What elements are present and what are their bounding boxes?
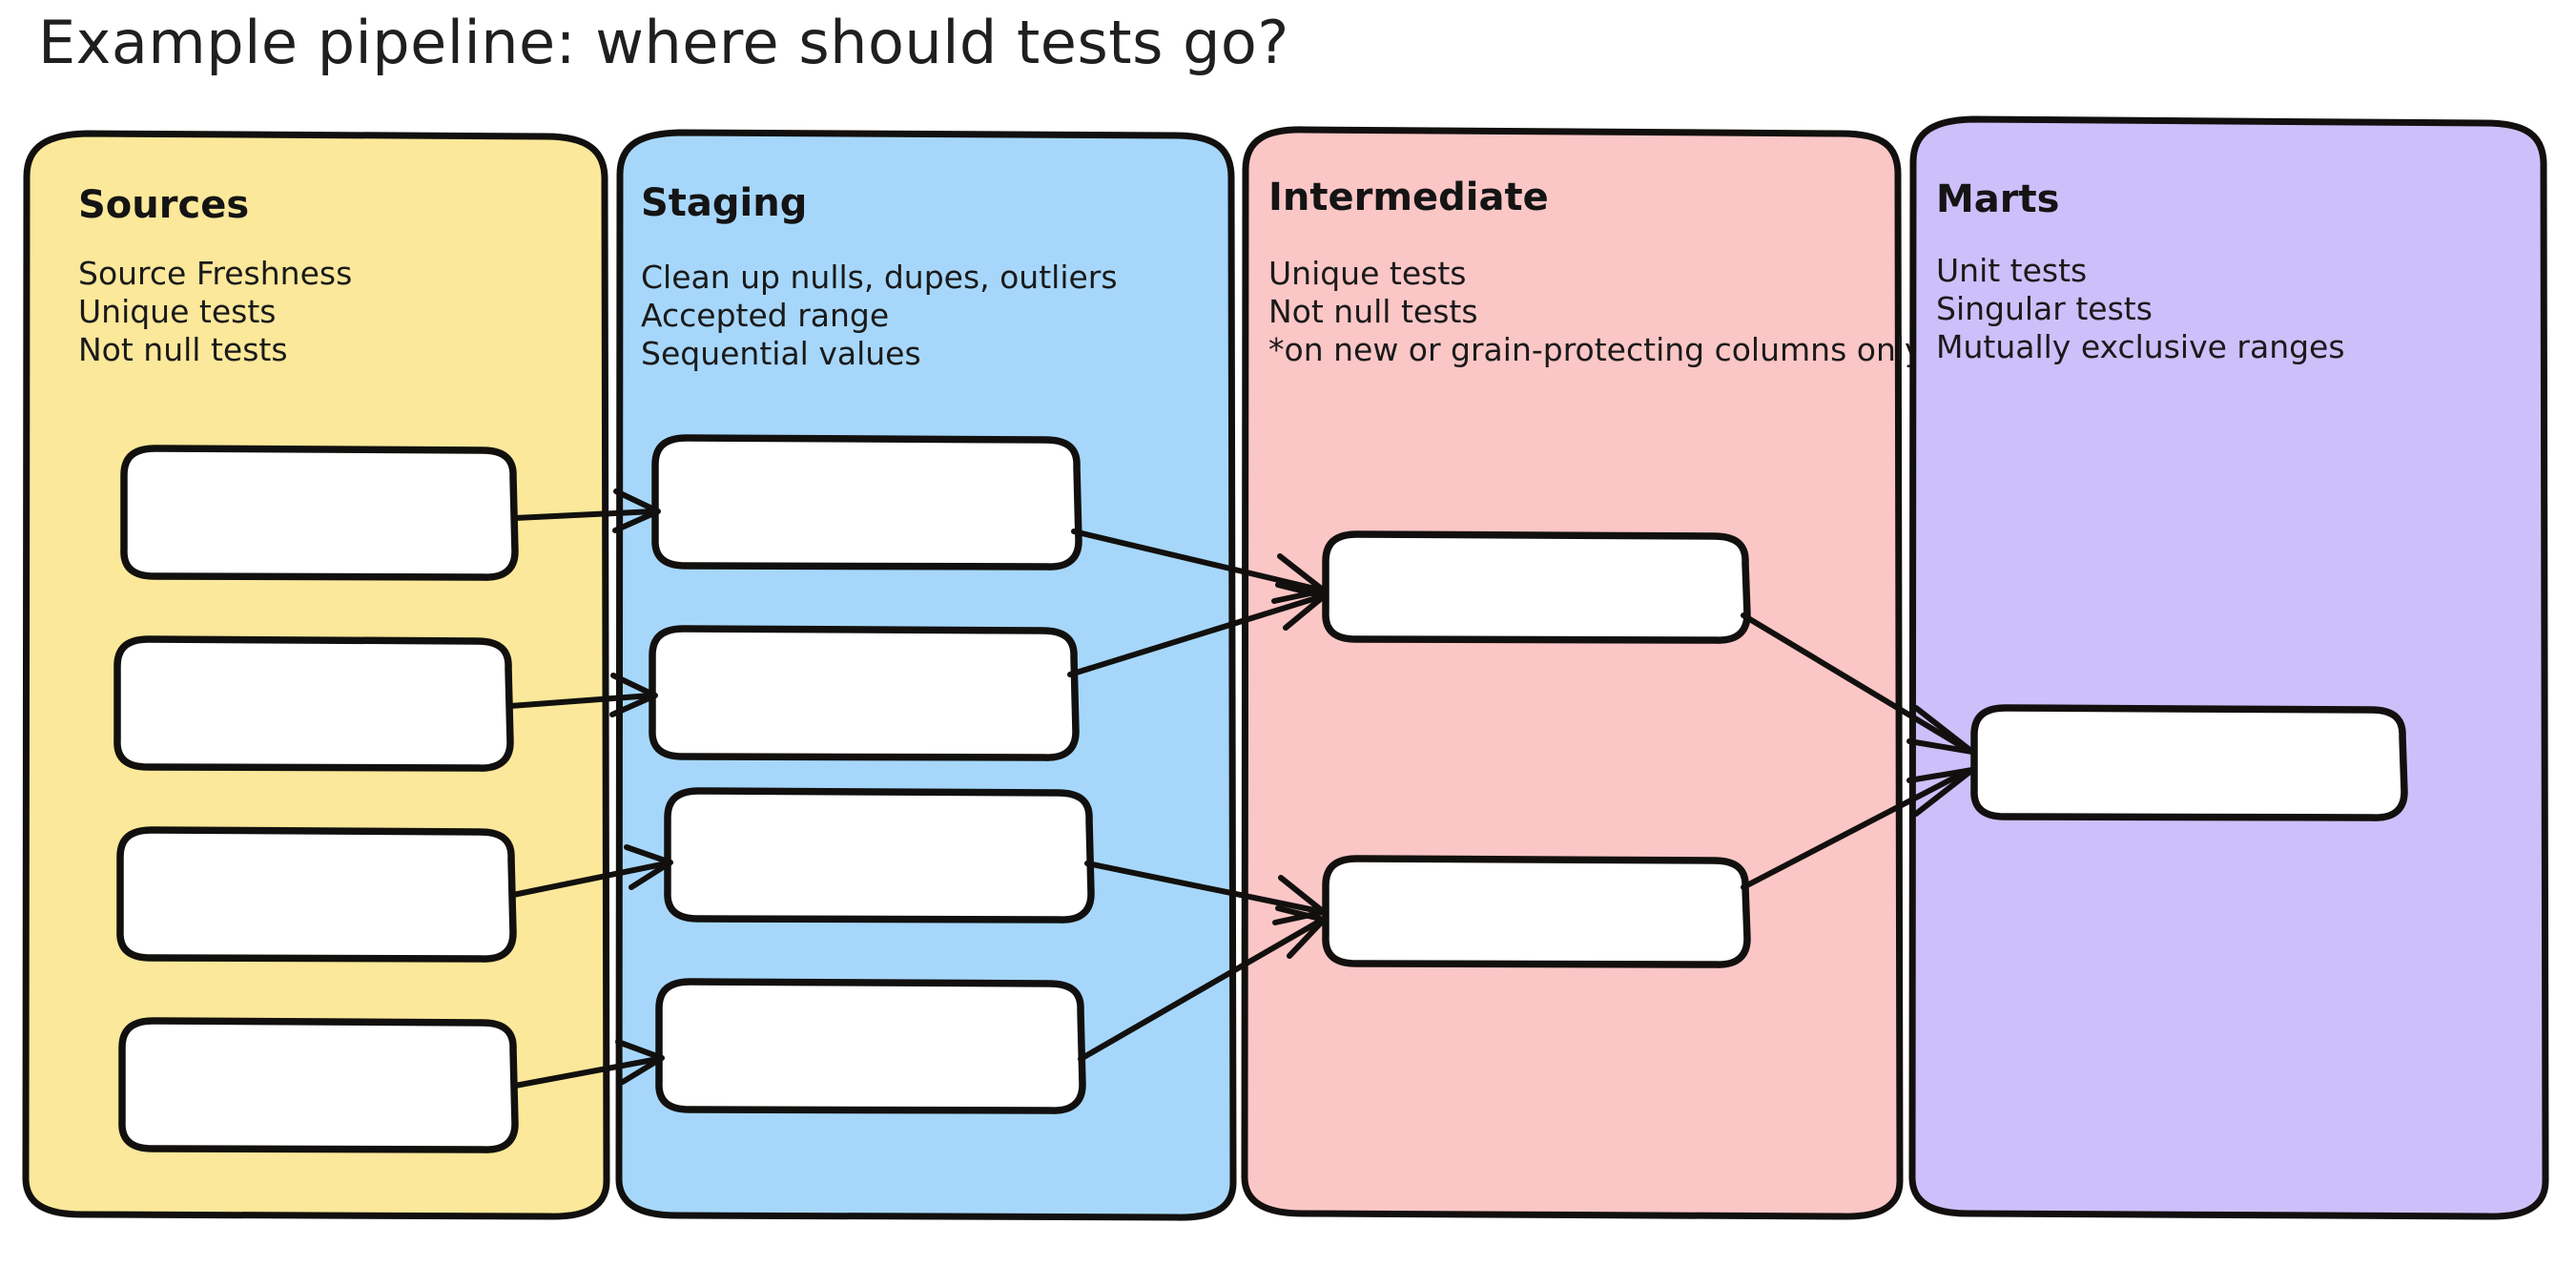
edge-intermediate-2-marts-1	[1741, 768, 1970, 890]
edge-arrowhead	[609, 673, 658, 717]
lane-sources-title: Sources	[78, 183, 249, 227]
lane-intermediate-title: Intermediate	[1268, 176, 1549, 219]
staging-node-2[interactable]	[649, 625, 1080, 761]
edge-sources-2-staging-2	[507, 693, 654, 709]
edge-sources-to-staging	[507, 488, 673, 1089]
edge-arrowhead	[624, 844, 673, 890]
marts-node-1[interactable]	[1970, 704, 2408, 821]
sources-node-1[interactable]	[120, 445, 519, 581]
edge-staging-3-intermediate-2	[1084, 861, 1322, 914]
lane-staging[interactable]: Staging Clean up nulls, dupes, outliers …	[615, 129, 1237, 1221]
edge-arrowhead	[1275, 582, 1327, 631]
lane-sources-line-3: Not null tests	[78, 331, 288, 368]
edge-staging-4-intermediate-2	[1078, 919, 1322, 1062]
lane-intermediate[interactable]: Intermediate Unique tests Not null tests…	[1241, 126, 1924, 1220]
sources-node-4[interactable]	[118, 1017, 519, 1153]
edge-arrowhead	[615, 1039, 665, 1085]
lane-sources-line-1: Source Freshness	[78, 255, 352, 292]
lane-staging-line-2: Accepted range	[641, 297, 889, 334]
edge-staging-2-intermediate-1	[1067, 594, 1322, 677]
lane-marts-line-3: Mutually exclusive ranges	[1936, 328, 2345, 365]
lane-marts-background	[1908, 115, 2549, 1220]
lane-staging-line-1: Clean up nulls, dupes, outliers	[641, 259, 1118, 296]
edge-arrowhead	[1906, 767, 1975, 817]
lane-marts-title: Marts	[1936, 177, 2059, 221]
edge-staging-1-intermediate-1	[1071, 529, 1322, 592]
lane-staging-line-3: Sequential values	[641, 335, 921, 372]
edge-intermediate-to-marts	[1741, 612, 1975, 890]
sources-node-2[interactable]	[113, 635, 514, 772]
edge-arrowhead	[612, 488, 661, 533]
edge-arrowhead	[1272, 875, 1327, 925]
sources-node-3[interactable]	[116, 826, 517, 963]
lane-sources[interactable]: Sources Source Freshness Unique tests No…	[22, 130, 610, 1220]
lane-sources-line-2: Unique tests	[78, 293, 276, 330]
edge-arrowhead	[1271, 553, 1327, 604]
lane-intermediate-line-3: *on new or grain-protecting columns only	[1268, 331, 1924, 368]
intermediate-node-1[interactable]	[1322, 530, 1751, 644]
lane-staging-title: Staging	[641, 181, 807, 225]
staging-node-4[interactable]	[655, 978, 1086, 1114]
edge-sources-3-staging-3	[510, 861, 670, 898]
lane-marts-line-2: Singular tests	[1936, 290, 2153, 327]
page-title: Example pipeline: where should tests go?	[38, 8, 1289, 77]
edge-arrowhead	[1906, 705, 1975, 755]
edge-staging-to-intermediate	[1067, 529, 1327, 1062]
lane-marts[interactable]: Marts Unit tests Singular tests Mutually…	[1908, 115, 2549, 1220]
lane-marts-line-1: Unit tests	[1936, 252, 2087, 289]
edge-intermediate-1-marts-1	[1741, 612, 1970, 753]
edge-sources-1-staging-1	[512, 508, 657, 521]
staging-node-1[interactable]	[651, 434, 1082, 571]
intermediate-node-2[interactable]	[1322, 855, 1751, 968]
lane-intermediate-line-1: Unique tests	[1268, 255, 1466, 292]
edge-sources-4-staging-4	[512, 1056, 661, 1089]
lane-intermediate-line-2: Not null tests	[1268, 293, 1478, 330]
edge-arrowhead	[1275, 905, 1327, 959]
staging-node-3[interactable]	[664, 787, 1095, 924]
